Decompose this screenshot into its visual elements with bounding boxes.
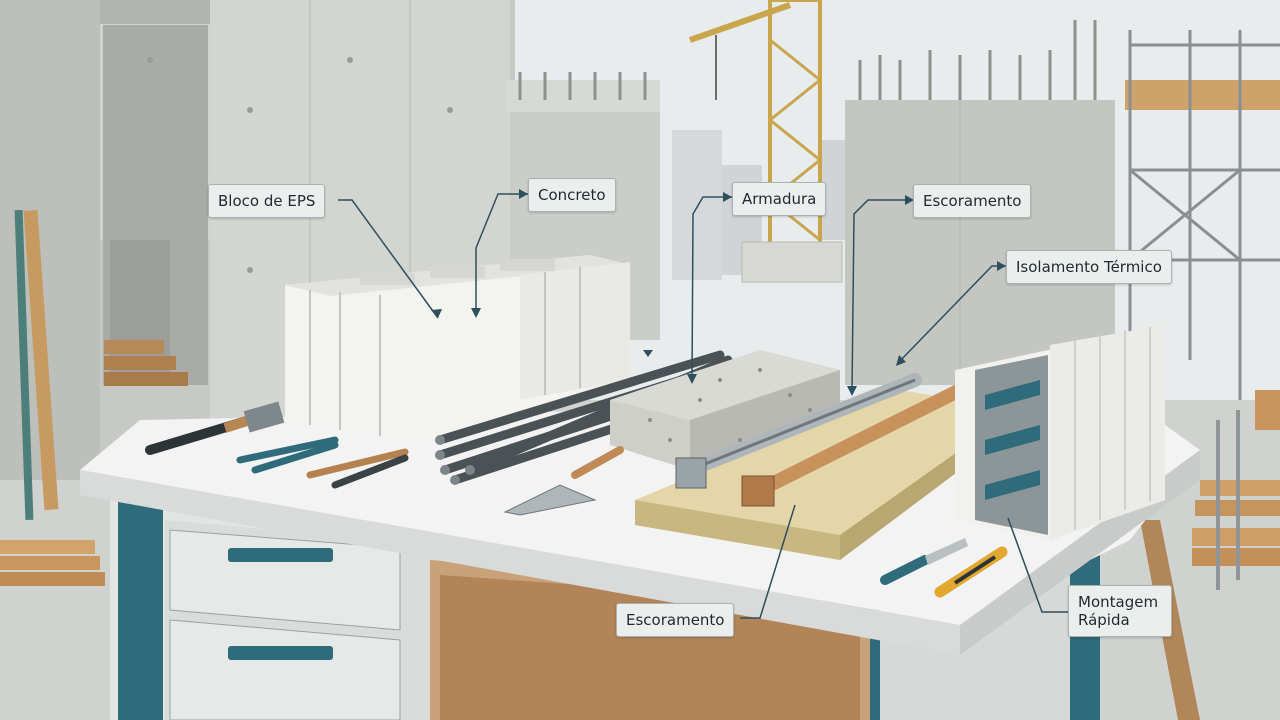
label-thermal-insulation: Isolamento Térmico	[1006, 250, 1172, 284]
eps-block-illustration	[285, 255, 630, 440]
shoring-props-illustration	[675, 373, 967, 507]
label-concrete: Concreto	[528, 178, 616, 212]
label-shoring-bottom: Escoramento	[616, 603, 735, 637]
leader-rebar	[691, 196, 732, 383]
leader-arrowheads	[431, 189, 1006, 396]
hand-tools	[145, 401, 1008, 598]
lumber-stack	[1192, 390, 1280, 590]
label-rebar: Armadura	[732, 182, 827, 216]
label-shoring-top: Escoramento	[913, 184, 1032, 218]
leader-shoring-bottom	[740, 504, 796, 619]
label-eps-block: Bloco de EPS	[208, 184, 326, 218]
label-quick-assembly: Montagem Rápida	[1068, 585, 1172, 637]
leaning-boards	[0, 209, 105, 586]
leader-concrete	[475, 193, 528, 316]
concrete-block-illustration	[610, 350, 840, 470]
scaffolding	[1125, 30, 1280, 400]
icf-panel-illustration	[955, 325, 1165, 540]
leader-quick-assembly	[1007, 517, 1068, 613]
rebar-ends	[435, 435, 475, 485]
leader-eps-block	[338, 199, 439, 319]
leader-shoring-top	[851, 199, 914, 395]
workbench	[80, 400, 1200, 720]
